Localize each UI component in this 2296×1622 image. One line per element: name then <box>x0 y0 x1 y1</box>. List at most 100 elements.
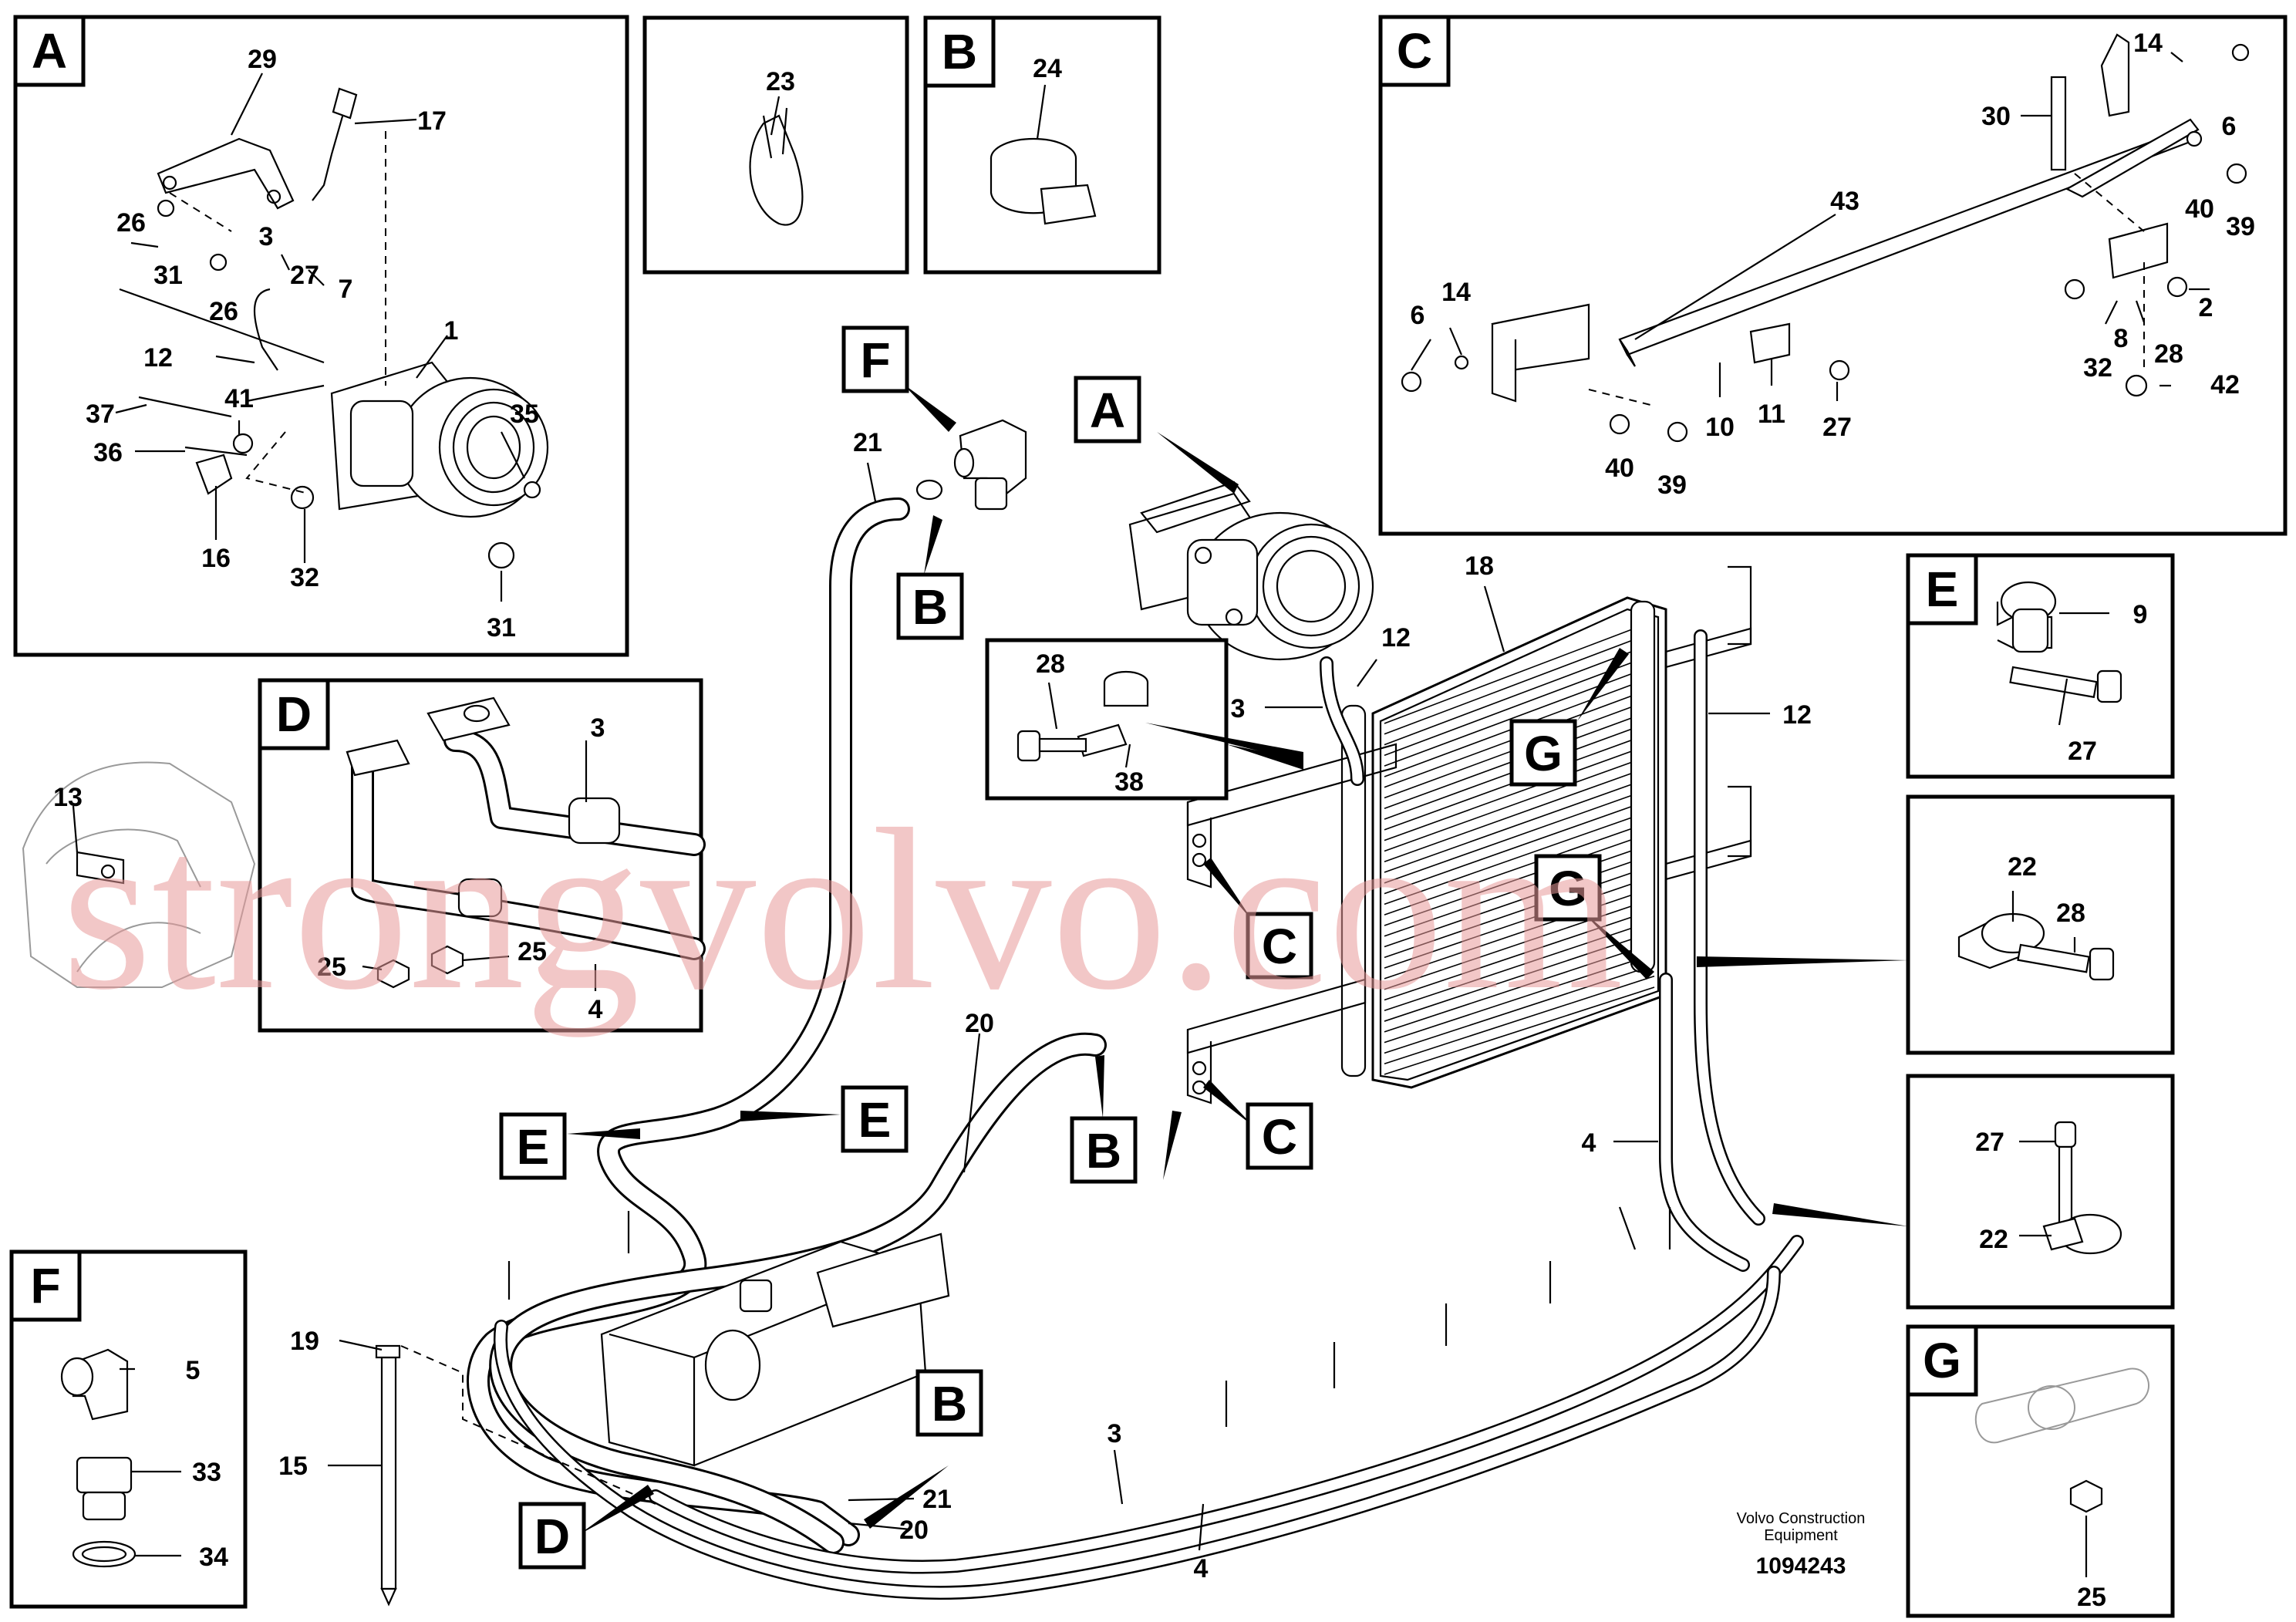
label-a-17: 17 <box>417 106 447 136</box>
label-a-12: 12 <box>143 343 173 373</box>
label-main-12-right: 12 <box>1782 700 1812 730</box>
label-c-42: 42 <box>2210 370 2240 400</box>
callout-a[interactable]: A <box>1074 376 1141 443</box>
label-c-27: 27 <box>1822 413 1852 442</box>
condenser-fin-line <box>1384 831 1655 926</box>
condenser-fin-line <box>1384 631 1655 735</box>
label-main-3-bottom: 3 <box>1108 1419 1122 1448</box>
label-g-25: 25 <box>2077 1583 2106 1612</box>
condenser-fin-line <box>1384 975 1655 1064</box>
callout-c-bottom[interactable]: C <box>1246 1102 1313 1170</box>
condenser-fin-line <box>1384 820 1655 916</box>
svg-text:G: G <box>1549 861 1587 916</box>
callout-b-top[interactable]: B <box>896 572 964 640</box>
callout-g-top[interactable]: G <box>1509 719 1577 787</box>
label-d-4: 4 <box>588 995 603 1024</box>
label-b-24: 24 <box>1033 54 1062 83</box>
label-main-19: 19 <box>290 1327 319 1356</box>
callout-g-mid[interactable]: G <box>1534 854 1602 922</box>
svg-text:B: B <box>932 1376 967 1431</box>
label-23: 23 <box>766 67 795 96</box>
svg-text:D: D <box>534 1509 570 1564</box>
label-a-32: 32 <box>290 563 319 592</box>
company-name-line2: Equipment <box>1764 1527 1838 1544</box>
label-e3-22: 22 <box>1979 1225 2008 1254</box>
callout-b-bottom[interactable]: B <box>915 1369 983 1437</box>
callout-d[interactable]: D <box>518 1502 586 1570</box>
condenser-fin-line <box>1384 775 1655 873</box>
condenser-fin-line <box>1384 953 1655 1044</box>
label-e2-22: 22 <box>2008 852 2037 882</box>
label-main-18: 18 <box>1465 551 1494 581</box>
panel-b: B <box>923 15 1161 275</box>
evaporator-sketch <box>22 761 256 988</box>
label-c-40-bottom: 40 <box>1605 454 1634 483</box>
part-labels-panel-c: 14 30 6 43 40 39 6 14 2 32 8 28 42 10 11… <box>1411 29 2255 500</box>
panel-d-letter: D <box>276 686 312 742</box>
label-detail-28: 28 <box>1036 649 1065 679</box>
condenser-fin-line <box>1384 986 1655 1075</box>
panel-g: G <box>1906 1324 2175 1618</box>
panel-c: C <box>1378 15 2288 536</box>
label-main-4-bottom: 4 <box>1194 1554 1209 1583</box>
panel-g-letter: G <box>1923 1333 1961 1388</box>
callout-b-mid[interactable]: B <box>1070 1116 1138 1184</box>
svg-text:E: E <box>517 1119 550 1175</box>
callout-f[interactable]: F <box>841 325 909 393</box>
company-name-line1: Volvo Construction <box>1737 1510 1866 1527</box>
condenser-fin-line <box>1384 875 1655 969</box>
panel-strap-23 <box>642 15 909 275</box>
label-f-34: 34 <box>199 1543 228 1572</box>
drawing-number: 1094243 <box>1756 1553 1846 1579</box>
callout-c-top[interactable]: C <box>1246 912 1313 980</box>
condenser-fin-line <box>1384 753 1655 852</box>
label-c-39-bottom: 39 <box>1657 470 1687 500</box>
label-main-12-left: 12 <box>1381 623 1411 653</box>
svg-text:C: C <box>1262 919 1297 974</box>
label-c-6-left: 6 <box>1411 301 1425 330</box>
label-a-41: 41 <box>224 384 254 413</box>
label-a-3: 3 <box>259 222 274 251</box>
label-a-36: 36 <box>93 438 123 467</box>
condenser-fin-line <box>1384 964 1655 1054</box>
part-labels-main: 21 18 12 3 12 13 20 4 19 15 3 21 20 4 <box>53 428 1812 1583</box>
label-c-10: 10 <box>1705 413 1735 442</box>
condenser-fin-line <box>1384 931 1655 1022</box>
panel-e: E <box>1906 553 2175 779</box>
condenser-fin-line <box>1384 864 1655 959</box>
label-a-16: 16 <box>201 544 231 573</box>
panel-a: A <box>13 15 629 657</box>
panel-c-letter: C <box>1397 23 1432 79</box>
condenser-fin-line <box>1384 842 1655 937</box>
label-e3-27: 27 <box>1975 1128 2004 1157</box>
label-main-4-right: 4 <box>1582 1128 1596 1158</box>
condenser-fin-line <box>1384 898 1655 990</box>
svg-text:C: C <box>1262 1109 1297 1165</box>
condenser-fin-line <box>1384 642 1655 746</box>
panel-clamp-22-28 <box>1906 794 2175 1055</box>
label-main-21-top: 21 <box>853 428 882 457</box>
part-labels-panel-a: 29 17 26 31 3 27 7 26 12 1 41 37 35 36 1… <box>86 45 539 642</box>
condenser-fin-line <box>1384 909 1655 1001</box>
main-callouts: F B A G G C C E E B B D <box>499 325 1602 1570</box>
callout-e-left[interactable]: E <box>499 1112 567 1180</box>
svg-text:F: F <box>860 332 890 388</box>
label-c-40-top: 40 <box>2185 194 2214 224</box>
main-assembly <box>22 419 1804 1607</box>
label-main-20-top: 20 <box>965 1009 994 1038</box>
callout-e-right[interactable]: E <box>841 1085 909 1153</box>
label-main-3-top: 3 <box>1231 694 1246 723</box>
footer: Volvo Construction Equipment 1094243 <box>1737 1510 1866 1579</box>
svg-text:E: E <box>858 1092 892 1148</box>
label-c-14-top: 14 <box>2133 29 2163 58</box>
part-labels-panel-d: 3 25 25 4 <box>317 713 605 1024</box>
label-main-21-bottom: 21 <box>922 1485 952 1514</box>
label-c-30: 30 <box>1981 102 2011 131</box>
label-f-33: 33 <box>192 1458 221 1487</box>
watermark: strongvolvo.com <box>62 781 1623 1038</box>
label-main-20-bottom: 20 <box>899 1516 929 1545</box>
label-a-26-mid: 26 <box>209 297 238 326</box>
condenser-fin-line <box>1384 787 1655 884</box>
condenser-fin-line <box>1384 886 1655 980</box>
